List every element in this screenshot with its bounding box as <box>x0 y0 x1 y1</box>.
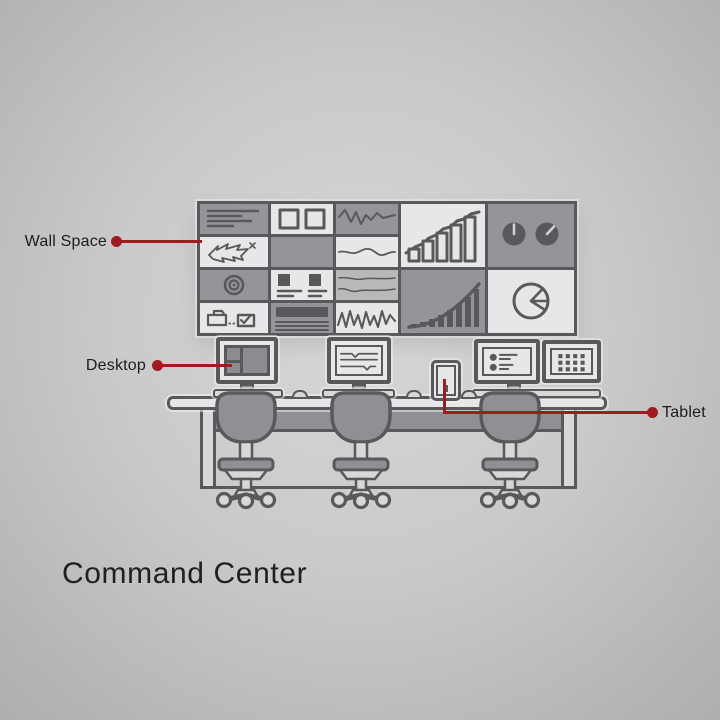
window-pane-small-bottom <box>227 363 240 373</box>
keypad-screen <box>550 348 593 375</box>
double-wave-chart-icon <box>338 276 396 293</box>
target-icon <box>223 274 245 296</box>
wall-tile-sketch-arrows <box>200 237 268 267</box>
wall-tile-folder-task <box>200 303 268 333</box>
wall-space-callout-dot <box>111 236 122 247</box>
smooth-line-chart-icon <box>338 247 396 256</box>
checklist-monitor <box>327 337 391 384</box>
wall-tile-blank <box>271 237 333 267</box>
wall-tile-area-ramp <box>401 270 485 333</box>
wall-tile-rising-bars <box>401 204 485 267</box>
wall-space-callout-line <box>117 240 202 244</box>
wall-tile-profile-cards <box>271 270 333 300</box>
tablet-label: Tablet <box>662 404 706 421</box>
office-chair-right <box>468 390 552 510</box>
wall-tile-pie-chart <box>488 270 574 333</box>
wall-tile-report-lines <box>200 204 268 234</box>
ecg-line-chart-icon <box>336 309 397 330</box>
window-layout-screen <box>224 345 270 376</box>
gauges-icon <box>502 222 559 246</box>
window-pane-large <box>243 348 267 373</box>
keypad-monitor <box>542 340 601 383</box>
rising-bar-chart-icon <box>404 210 481 263</box>
wall-tile-jagged-chart <box>336 204 398 234</box>
sketch-arrows-icon <box>208 242 256 263</box>
checklist-lines-icon <box>340 352 378 371</box>
mouse-right <box>461 390 477 399</box>
tablet-callout-line-horizontal <box>443 410 654 414</box>
wall-tile-double-wave-chart <box>336 270 398 300</box>
tablet-callout-line-vertical <box>443 379 447 414</box>
desktop-monitor <box>216 337 278 384</box>
tablet-callout-dot <box>647 407 658 418</box>
area-ramp-chart-icon <box>407 282 481 329</box>
mouse-middle <box>406 390 422 399</box>
office-chair-left <box>204 390 288 510</box>
wall-tile-target <box>200 270 268 300</box>
wall-tile-ecg-chart <box>336 303 398 333</box>
jagged-line-chart-icon <box>338 209 396 225</box>
wall-tile-text-block <box>271 303 333 333</box>
desktop-callout-line <box>158 364 232 368</box>
profile-cards-icon <box>276 274 328 298</box>
mouse-left <box>292 390 308 399</box>
wall-tile-gauges <box>488 204 574 267</box>
desktop-callout-dot <box>152 360 163 371</box>
office-chair-middle <box>319 390 403 510</box>
report-lines-icon <box>206 209 260 228</box>
contact-list-icon <box>489 353 518 371</box>
two-windows-icon <box>278 208 326 230</box>
page-title: Command Center <box>62 557 308 590</box>
desktop-label: Desktop <box>85 357 146 374</box>
key-grid-icon <box>558 354 585 372</box>
contacts-monitor <box>474 339 540 384</box>
folder-task-icon <box>206 309 256 328</box>
pie-chart-icon <box>512 282 550 320</box>
text-block-icon <box>275 307 329 331</box>
wall-tile-two-windows <box>271 204 333 234</box>
desk-leg-right <box>561 406 577 489</box>
window-pane-small-top <box>227 348 240 360</box>
wall-space <box>197 201 577 336</box>
wall-space-label: Wall Space <box>24 233 107 250</box>
wall-tile-smooth-chart <box>336 237 398 267</box>
checklist-screen <box>335 345 383 376</box>
contact-list-screen <box>482 347 532 376</box>
